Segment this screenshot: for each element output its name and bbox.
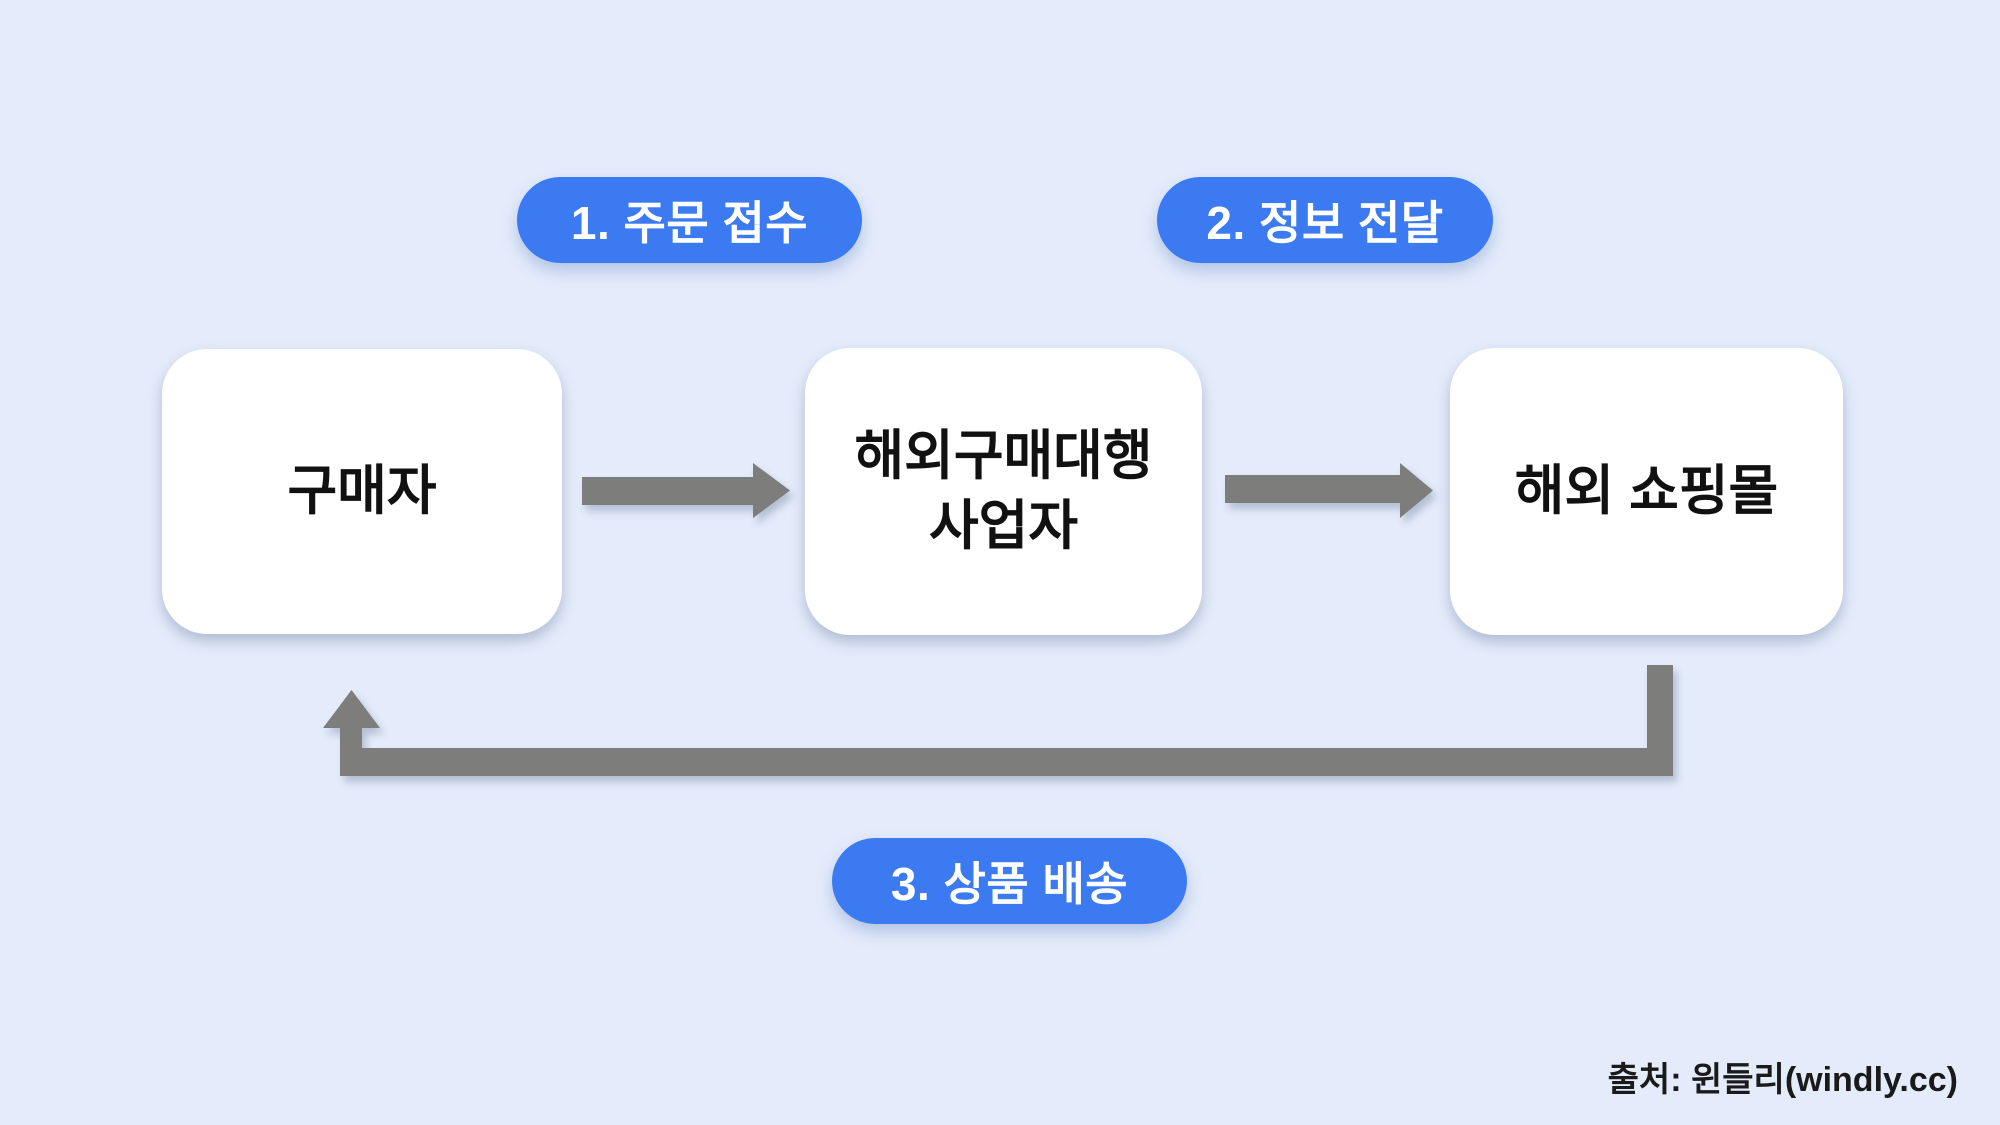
arrow-right-icon-agency-to-mall	[1225, 463, 1433, 518]
return-arrow-icon-mall-to-buyer	[323, 665, 1673, 776]
step-badge-order-received-label: 1. 주문 접수	[570, 197, 809, 249]
step-badge-info-delivery: 2. 정보 전달	[1157, 177, 1493, 263]
step-badge-product-shipping: 3. 상품 배송	[832, 838, 1187, 924]
node-purchase-agency-label: 해외구매대행 사업자	[854, 426, 1153, 556]
node-purchase-agency: 해외구매대행 사업자	[805, 348, 1202, 635]
node-buyer: 구매자	[162, 349, 562, 634]
step-badge-product-shipping-label: 3. 상품 배송	[890, 858, 1129, 910]
source-credit: 출처: 윈들리(windly.cc)	[1607, 1061, 1958, 1099]
node-buyer-label: 구매자	[287, 460, 437, 521]
node-overseas-mall-label: 해외 쇼핑몰	[1514, 460, 1779, 521]
arrow-right-icon-buyer-to-agency	[582, 463, 790, 518]
step-badge-order-received: 1. 주문 접수	[517, 177, 862, 263]
node-overseas-mall: 해외 쇼핑몰	[1450, 348, 1843, 635]
step-badge-info-delivery-label: 2. 정보 전달	[1206, 197, 1444, 249]
